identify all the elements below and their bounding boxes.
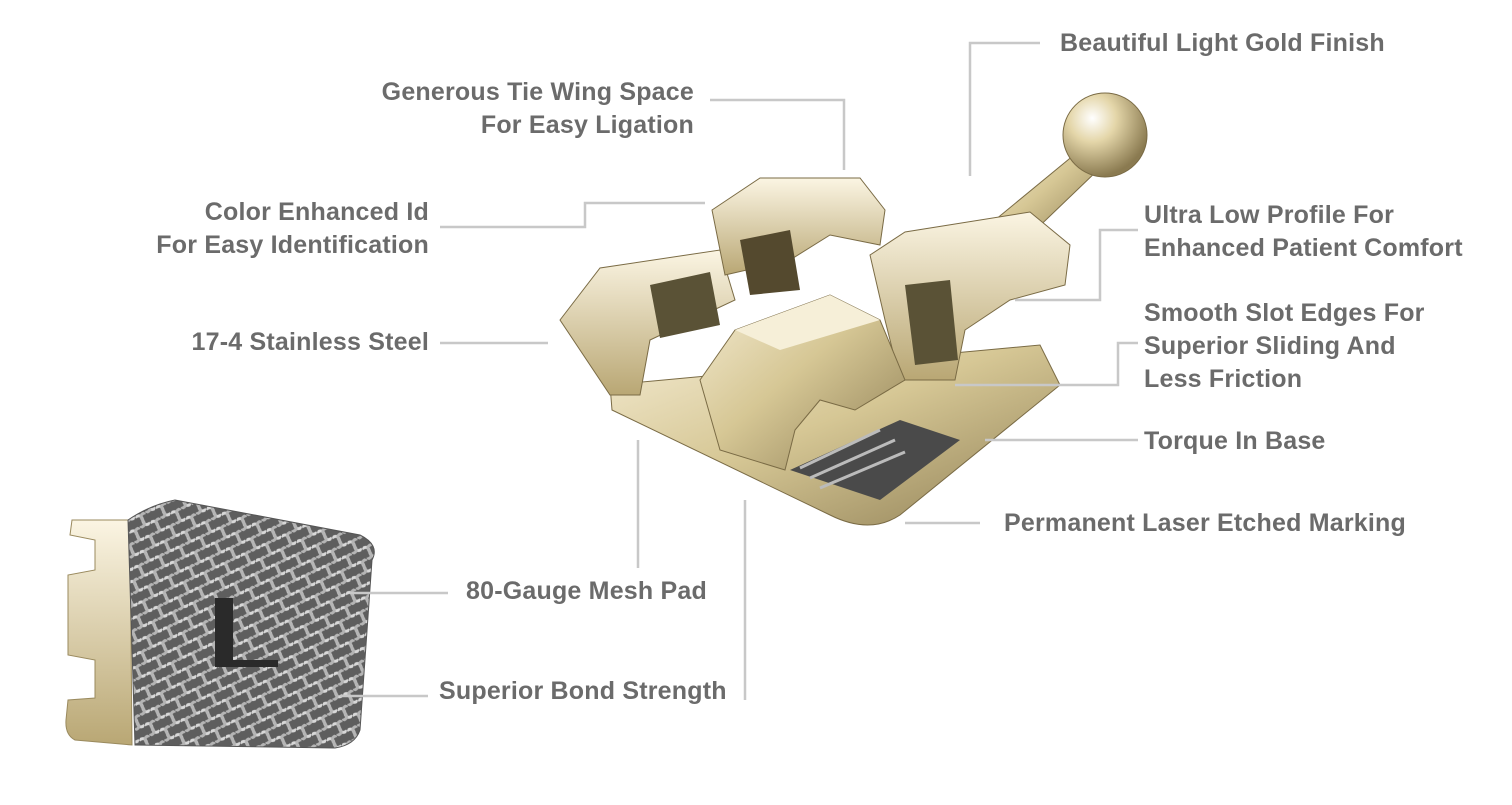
label-stainless-steel: 17-4 Stainless Steel	[191, 328, 429, 356]
mesh-pad-illustration	[65, 499, 375, 749]
label-gold-finish: Beautiful Light Gold Finish	[1060, 29, 1385, 57]
label-laser-marking: Permanent Laser Etched Marking	[1004, 509, 1406, 537]
leader-lines	[340, 41, 1138, 700]
label-bond-strength: Superior Bond Strength	[439, 677, 727, 705]
label-tie-wing: Generous Tie Wing Space For Easy Ligatio…	[381, 78, 694, 139]
label-mesh-pad: 80-Gauge Mesh Pad	[466, 577, 707, 605]
label-low-profile: Ultra Low Profile For Enhanced Patient C…	[1144, 201, 1463, 262]
label-slot-edges: Smooth Slot Edges For Superior Sliding A…	[1144, 299, 1425, 393]
bracket-illustration	[559, 92, 1148, 526]
label-color-id: Color Enhanced Id For Easy Identificatio…	[156, 198, 429, 259]
label-torque: Torque In Base	[1144, 427, 1326, 455]
